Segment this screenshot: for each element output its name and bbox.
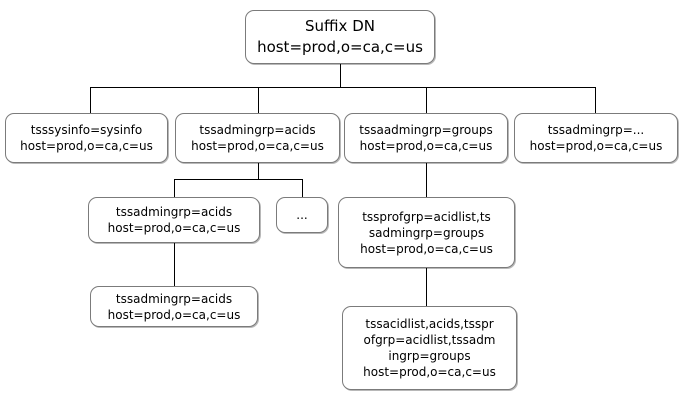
node-tssacidlist: tssacidlist,acids,tsspr ofgrp=acidlist,t… bbox=[342, 306, 517, 390]
connector-drop-groups bbox=[426, 87, 427, 113]
connector-root-drop bbox=[340, 64, 341, 88]
node-tsssysinfo: tsssysinfo=sysinfo host=prod,o=ca,c=us bbox=[5, 113, 168, 163]
node-text-line: host=prod,o=ca,c=us bbox=[107, 221, 241, 235]
node-tssadmingrp-acids-child: tssadmingrp=acids host=prod,o=ca,c=us bbox=[88, 197, 260, 243]
node-tssadmingrp-more: tssadmingrp=... host=prod,o=ca,c=us bbox=[514, 113, 678, 163]
connector-drop-sysinfo bbox=[90, 87, 91, 113]
connector-bus-level2 bbox=[90, 87, 596, 88]
node-text-line: tssaadmingrp=groups bbox=[359, 123, 493, 137]
connector-drop-ellipsis bbox=[302, 179, 303, 198]
node-ellipsis: ... bbox=[276, 197, 328, 233]
node-text-line: host=prod,o=ca,c=us bbox=[363, 365, 496, 379]
node-text-line: host=prod,o=ca,c=us bbox=[191, 139, 324, 153]
node-text-line: tssadmingrp=acids bbox=[199, 123, 316, 137]
node-text-line: host=prod,o=ca,c=us bbox=[107, 307, 241, 322]
connector-drop-profgrp bbox=[426, 162, 427, 198]
connector-drop-more bbox=[595, 87, 596, 113]
node-text-line: sadmingrp=groups bbox=[368, 225, 485, 240]
node-text-line: tssprofgrp=acidlist,ts bbox=[362, 209, 491, 224]
node-text-line: Suffix DN bbox=[305, 17, 375, 35]
node-tssaadmingrp-groups: tssaadmingrp=groups host=prod,o=ca,c=us bbox=[344, 113, 508, 163]
node-text-line: tssadmingrp=... bbox=[547, 123, 645, 137]
node-text-line: host=prod,o=ca,c=us bbox=[257, 38, 423, 56]
node-suffix-dn: Suffix DN host=prod,o=ca,c=us bbox=[245, 10, 435, 64]
connector-drop-acids2 bbox=[174, 179, 175, 198]
node-text-line: ... bbox=[296, 208, 308, 222]
connector-bus-level3 bbox=[174, 179, 303, 180]
connector-drop-acids3 bbox=[174, 242, 175, 286]
connector-drop-acids1 bbox=[258, 87, 259, 113]
node-text-line: host=prod,o=ca,c=us bbox=[529, 139, 663, 153]
node-text-line: host=prod,o=ca,c=us bbox=[360, 241, 493, 256]
node-text-line: tssadmingrp=acids bbox=[115, 205, 233, 219]
connector-drop-acidlist bbox=[426, 267, 427, 306]
node-tssadmingrp-acids-grandchild: tssadmingrp=acids host=prod,o=ca,c=us bbox=[90, 286, 258, 327]
node-text-line: tssacidlist,acids,tsspr bbox=[365, 317, 494, 331]
node-text-line: host=prod,o=ca,c=us bbox=[20, 139, 153, 153]
node-text-line: tssadmingrp=acids bbox=[115, 291, 233, 306]
node-text-line: host=prod,o=ca,c=us bbox=[359, 139, 493, 153]
connector-acids1-drop bbox=[258, 162, 259, 180]
node-tssadmingrp-acids: tssadmingrp=acids host=prod,o=ca,c=us bbox=[175, 113, 340, 163]
node-tssprofgrp-acidlist: tssprofgrp=acidlist,ts sadmingrp=groups … bbox=[338, 197, 515, 268]
node-text-line: ingrp=groups bbox=[388, 349, 471, 363]
node-text-line: tsssysinfo=sysinfo bbox=[30, 123, 143, 137]
node-text-line: ofgrp=acidlist,tssadm bbox=[363, 333, 496, 347]
